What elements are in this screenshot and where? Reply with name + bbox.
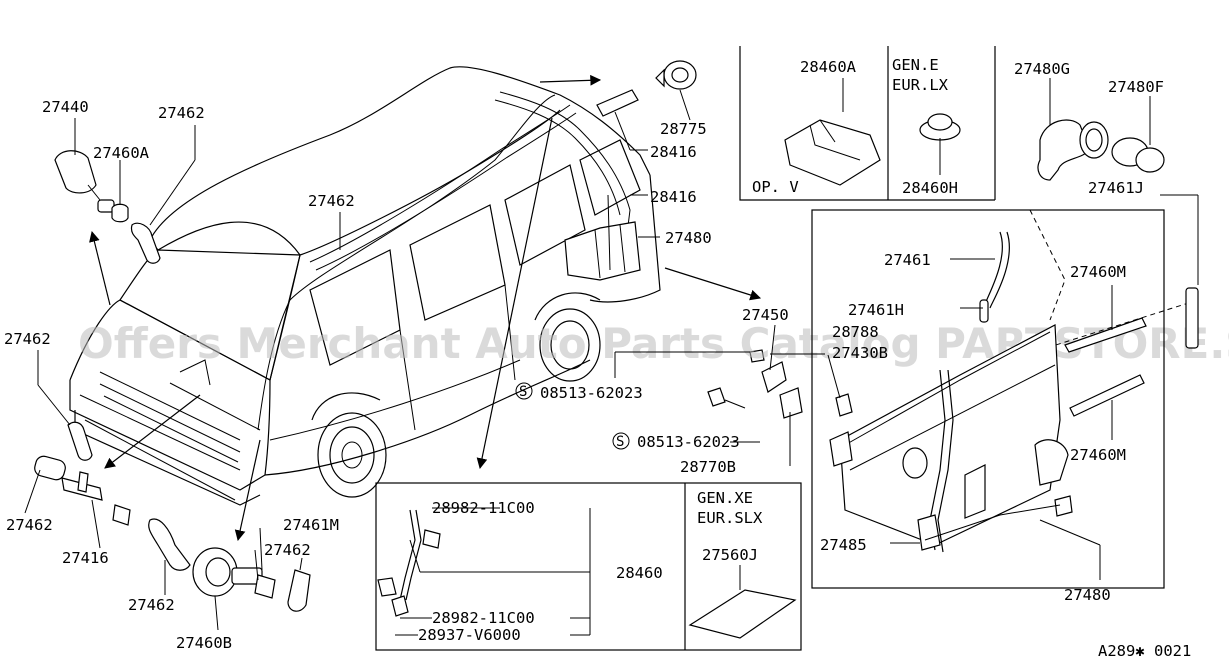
label-27450[interactable]: 27450 bbox=[742, 306, 789, 324]
label-27462-right[interactable]: 27462 bbox=[264, 541, 311, 559]
label-27460A[interactable]: 27460A bbox=[93, 144, 150, 162]
label-27462-lowleft[interactable]: 27462 bbox=[6, 516, 53, 534]
label-27461H[interactable]: 27461H bbox=[848, 301, 904, 319]
label-28460A[interactable]: 28460A bbox=[800, 58, 857, 76]
van-body bbox=[69, 66, 661, 506]
hose-kit-box bbox=[375, 482, 802, 651]
label-27485[interactable]: 27485 bbox=[820, 536, 867, 554]
label-08513-a[interactable]: 08513-62023 bbox=[540, 384, 643, 402]
label-28416-a[interactable]: 28416 bbox=[650, 143, 697, 161]
label-08513-a-group[interactable]: S 08513-62023 bbox=[515, 382, 643, 402]
label-28775[interactable]: 28775 bbox=[660, 120, 707, 138]
label-08513-b-group[interactable]: S 08513-62023 bbox=[612, 432, 740, 451]
reservoir-box bbox=[811, 119, 1199, 589]
label-27440[interactable]: 27440 bbox=[42, 98, 89, 116]
label-gen-xe: GEN.XE bbox=[697, 489, 753, 507]
label-28416-b[interactable]: 28416 bbox=[650, 188, 697, 206]
label-27480F[interactable]: 27480F bbox=[1108, 78, 1164, 96]
label-gen-e: GEN.E bbox=[892, 56, 939, 74]
label-27480G[interactable]: 27480G bbox=[1014, 60, 1070, 78]
label-27462-bottom[interactable]: 27462 bbox=[128, 596, 175, 614]
direction-arrows bbox=[89, 74, 762, 542]
svg-text:S: S bbox=[616, 434, 624, 450]
label-27461M[interactable]: 27461M bbox=[283, 516, 339, 534]
label-28788[interactable]: 28788 bbox=[832, 323, 879, 341]
label-27416[interactable]: 27416 bbox=[62, 549, 109, 567]
label-27462-top[interactable]: 27462 bbox=[158, 104, 205, 122]
label-28460[interactable]: 28460 bbox=[616, 564, 663, 582]
label-27462-left[interactable]: 27462 bbox=[4, 330, 51, 348]
label-08513-b[interactable]: 08513-62023 bbox=[637, 433, 740, 451]
label-28982-b[interactable]: 28982-11C00 bbox=[432, 609, 535, 627]
label-27430B[interactable]: 27430B bbox=[832, 344, 888, 362]
svg-text:S: S bbox=[519, 384, 527, 400]
label-27462-roof[interactable]: 27462 bbox=[308, 192, 355, 210]
label-27560J[interactable]: 27560J bbox=[702, 546, 758, 564]
option-box-28460 bbox=[739, 46, 996, 201]
label-27480-rear[interactable]: 27480 bbox=[665, 229, 712, 247]
label-27460M-a[interactable]: 27460M bbox=[1070, 263, 1126, 281]
label-27480-tank[interactable]: 27480 bbox=[1064, 586, 1111, 604]
label-op-v: OP. V bbox=[752, 178, 799, 196]
bracket-hardware bbox=[707, 349, 853, 419]
label-28982-a[interactable]: 28982-11C00 bbox=[432, 499, 535, 517]
label-27460M-b[interactable]: 27460M bbox=[1070, 446, 1126, 464]
label-27460B[interactable]: 27460B bbox=[176, 634, 232, 652]
label-eur-lx: EUR.LX bbox=[892, 76, 949, 94]
part-labels: 27440 27462 27460A 27462 27462 27462 274… bbox=[4, 56, 1191, 660]
label-28937[interactable]: 28937-V6000 bbox=[418, 626, 521, 644]
label-27461[interactable]: 27461 bbox=[884, 251, 931, 269]
leader-lines bbox=[24, 78, 1199, 636]
label-eur-slx: EUR.SLX bbox=[697, 509, 763, 527]
label-28770B[interactable]: 28770B bbox=[680, 458, 736, 476]
label-27461J[interactable]: 27461J bbox=[1088, 179, 1144, 197]
diagram-code: A289✱ 0021 bbox=[1098, 642, 1191, 660]
rear-nozzle-parts bbox=[564, 60, 697, 281]
label-28460H[interactable]: 28460H bbox=[902, 179, 958, 197]
washer-parts-left bbox=[34, 150, 311, 612]
